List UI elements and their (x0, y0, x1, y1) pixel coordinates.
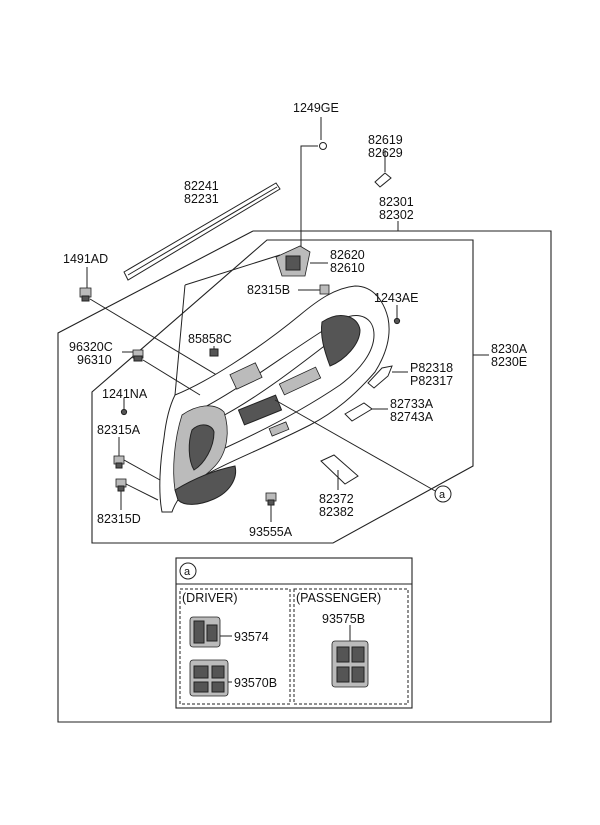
label-82241: 82241 (184, 179, 219, 193)
clip-82315a (113, 455, 125, 469)
inside-handle (275, 245, 311, 277)
driver-switch-93574 (189, 616, 221, 648)
garnish-82733a (344, 402, 373, 422)
passenger-switch-93575b (331, 640, 369, 688)
label-82372: 82372 (319, 492, 354, 506)
clip-1491ad (79, 287, 92, 302)
detail-ref-letter: a (184, 566, 191, 578)
label-82629: 82629 (368, 146, 403, 160)
reflector-82372 (320, 454, 359, 485)
label-p82318: P82318 (410, 361, 453, 375)
label-82610: 82610 (330, 261, 365, 275)
clip-82315d (115, 478, 127, 492)
driver-switch-93570b (189, 659, 229, 697)
label-82382: 82382 (319, 505, 354, 519)
driver-dashed-box (179, 588, 291, 705)
label-85858c: 85858C (188, 332, 232, 346)
screw-1243ae (393, 317, 401, 325)
label-96310: 96310 (77, 353, 112, 367)
clip-93555a (265, 492, 277, 506)
screw-1241na (120, 408, 128, 416)
label-1491ad: 1491AD (63, 252, 108, 266)
passenger-dashed-box (293, 588, 409, 705)
label-82620: 82620 (330, 248, 365, 262)
label-82619: 82619 (368, 133, 403, 147)
label-82315a: 82315A (97, 423, 141, 437)
label-8230e: 8230E (491, 355, 527, 369)
cover-82619 (374, 172, 392, 188)
outer-frame (57, 230, 552, 723)
label-p82317: P82317 (410, 374, 453, 388)
weatherstrip (123, 182, 281, 281)
label-93575b: 93575B (322, 612, 365, 626)
label-93570b: 93570B (234, 676, 277, 690)
clip-82315b (319, 284, 330, 295)
label-93574: 93574 (234, 630, 269, 644)
label-96320c: 96320C (69, 340, 113, 354)
callout-letter: a (439, 489, 446, 501)
label-82743a: 82743A (390, 410, 434, 424)
label-82733a: 82733A (390, 397, 434, 411)
pull-cover-p82318 (367, 365, 393, 389)
label-82301: 82301 (379, 195, 414, 209)
driver-heading: (DRIVER) (182, 591, 238, 605)
connector-96320c (132, 349, 144, 362)
label-82315b: 82315B (247, 283, 290, 297)
label-82231: 82231 (184, 192, 219, 206)
inner-assembly-frame (91, 239, 474, 544)
label-1243ae: 1243AE (374, 291, 418, 305)
screw-1249ge (319, 117, 327, 150)
door-trim-panel (159, 254, 390, 513)
label-93555a: 93555A (249, 525, 293, 539)
part-85858c (209, 348, 219, 357)
label-8230a: 8230A (491, 342, 528, 356)
callout-circle (434, 485, 452, 503)
label-1249ge: 1249GE (293, 101, 339, 115)
label-82302: 82302 (379, 208, 414, 222)
label-82315d: 82315D (97, 512, 141, 526)
passenger-heading: (PASSENGER) (296, 591, 381, 605)
label-1241na: 1241NA (102, 387, 148, 401)
detail-box (175, 557, 413, 709)
